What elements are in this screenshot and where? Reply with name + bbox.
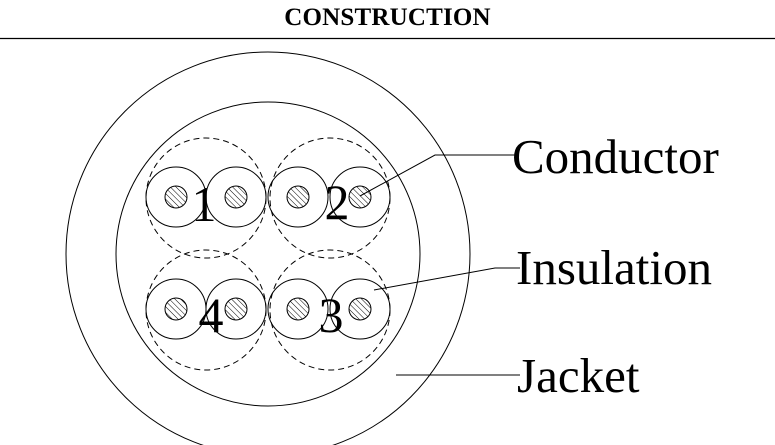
pair-outlines <box>145 137 391 371</box>
pair-1-insulation-2 <box>205 166 267 228</box>
pair-2-insulation-1 <box>267 166 329 228</box>
pair-3-conductor-1 <box>286 297 310 321</box>
jacket-outer-circle <box>65 51 471 445</box>
pair-1-conductor-1 <box>164 185 188 209</box>
pair-4-conductor-2 <box>224 297 248 321</box>
conductor-leader-line <box>359 154 515 197</box>
pair-number-1: 1 <box>192 176 217 232</box>
conductor-label: Conductor <box>512 129 719 184</box>
pair-3-insulation-2 <box>329 278 391 340</box>
leader-lines <box>359 154 520 376</box>
insulated-conductors <box>145 166 391 340</box>
pair-number-2: 2 <box>325 174 350 230</box>
pair-3-conductor-2 <box>348 297 372 321</box>
pair-number-3: 3 <box>319 287 344 343</box>
pair-2-conductor-2 <box>348 185 372 209</box>
pair-4-insulation-2 <box>205 278 267 340</box>
pair-4-conductor-1 <box>164 297 188 321</box>
jacket-label: Jacket <box>517 348 640 403</box>
insulation-label: Insulation <box>516 240 712 295</box>
jacket-inner-circle <box>115 101 421 407</box>
insulation-leader-line <box>373 267 520 291</box>
page-title: CONSTRUCTION <box>284 4 491 31</box>
pair-3-insulation-1 <box>267 278 329 340</box>
pair-number-4: 4 <box>199 287 224 343</box>
pair-2-conductor-1 <box>286 185 310 209</box>
pair-1-conductor-2 <box>224 185 248 209</box>
pair-2-insulation-2 <box>329 166 391 228</box>
